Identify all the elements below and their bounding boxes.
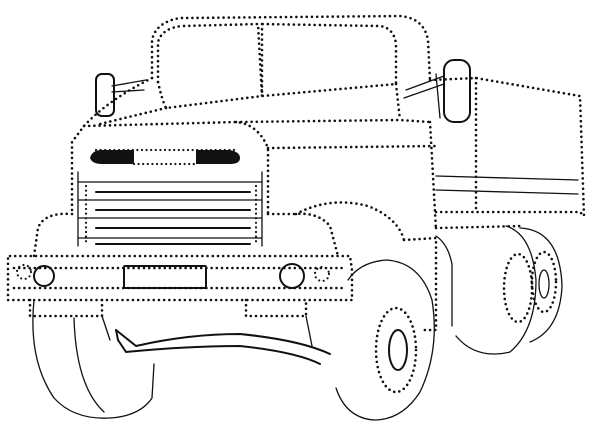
- fog-lights: [15, 263, 331, 289]
- axle-beam: [115, 329, 331, 365]
- front-wheel-right: [335, 236, 438, 421]
- left-mirror: [95, 73, 147, 117]
- cab-roof: [150, 14, 432, 98]
- headlight-strip: [90, 148, 240, 166]
- front-fenders: [32, 201, 406, 258]
- grille: [77, 171, 263, 247]
- right-mirror: [403, 59, 471, 123]
- license-plate: [123, 265, 207, 289]
- rear-wheels: [435, 225, 563, 355]
- cargo-bed: [428, 76, 586, 232]
- front-underside: [101, 315, 313, 347]
- hood: [70, 76, 438, 216]
- front-wheel-left: [32, 299, 155, 419]
- windshield: [156, 22, 402, 122]
